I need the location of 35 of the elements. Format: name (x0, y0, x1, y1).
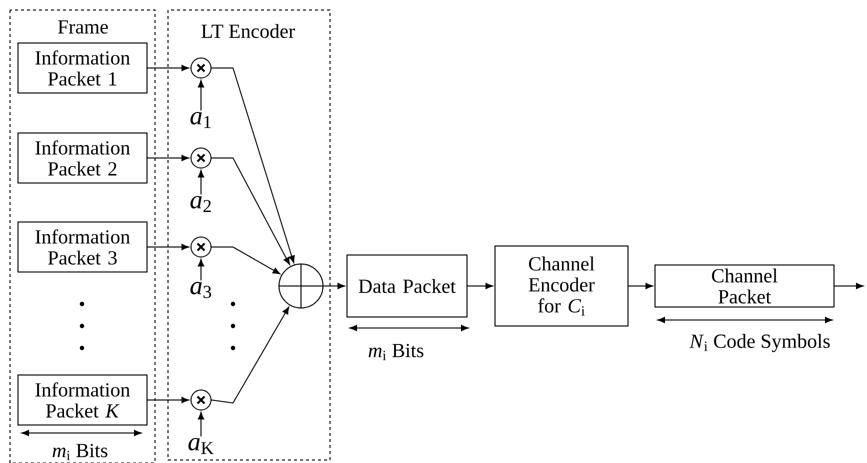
process-box: Information Packet K (18, 374, 148, 426)
multiplier-circle (190, 58, 212, 78)
process-box: Information Packet 2 (18, 132, 148, 184)
multiplier-circle (190, 390, 212, 410)
arrow (147, 64, 189, 72)
process-box: Channel Packet (654, 264, 834, 308)
arrow (834, 282, 864, 290)
arrow (211, 68, 295, 264)
process-box: Data Packet (346, 254, 468, 318)
coefficient-label: a$_{2}$ (190, 196, 211, 212)
arrow (323, 282, 346, 290)
multiplier-circle (190, 236, 212, 258)
arrow (211, 158, 290, 265)
adder-circle (278, 263, 324, 309)
coefficient-label: a$_{K}$ (188, 438, 214, 454)
arrow (628, 282, 654, 290)
arrow (211, 246, 280, 274)
process-box: Information Packet 1 (18, 42, 148, 94)
arrow (198, 259, 204, 281)
arrow (211, 306, 290, 404)
arrow (198, 170, 204, 196)
arrow (147, 154, 189, 162)
arrow (147, 244, 189, 250)
multiplier-circle (190, 148, 212, 168)
coefficient-label: a$_{3}$ (190, 282, 212, 298)
arrow (198, 80, 204, 112)
dimension-label: m$_{i}$ Bits (52, 444, 108, 460)
process-box: Channel Encoder for C$_{i}$ (494, 246, 628, 326)
coefficient-label: a$_{1}$ (190, 112, 211, 128)
arrow (198, 412, 204, 438)
dimension-label: N$_{i}$ Code Symbols (689, 334, 830, 352)
arrow (147, 396, 189, 404)
dimension-label: m$_{i}$ Bits (368, 344, 424, 360)
process-box: Information Packet 3 (18, 222, 148, 272)
arrow (467, 282, 494, 290)
